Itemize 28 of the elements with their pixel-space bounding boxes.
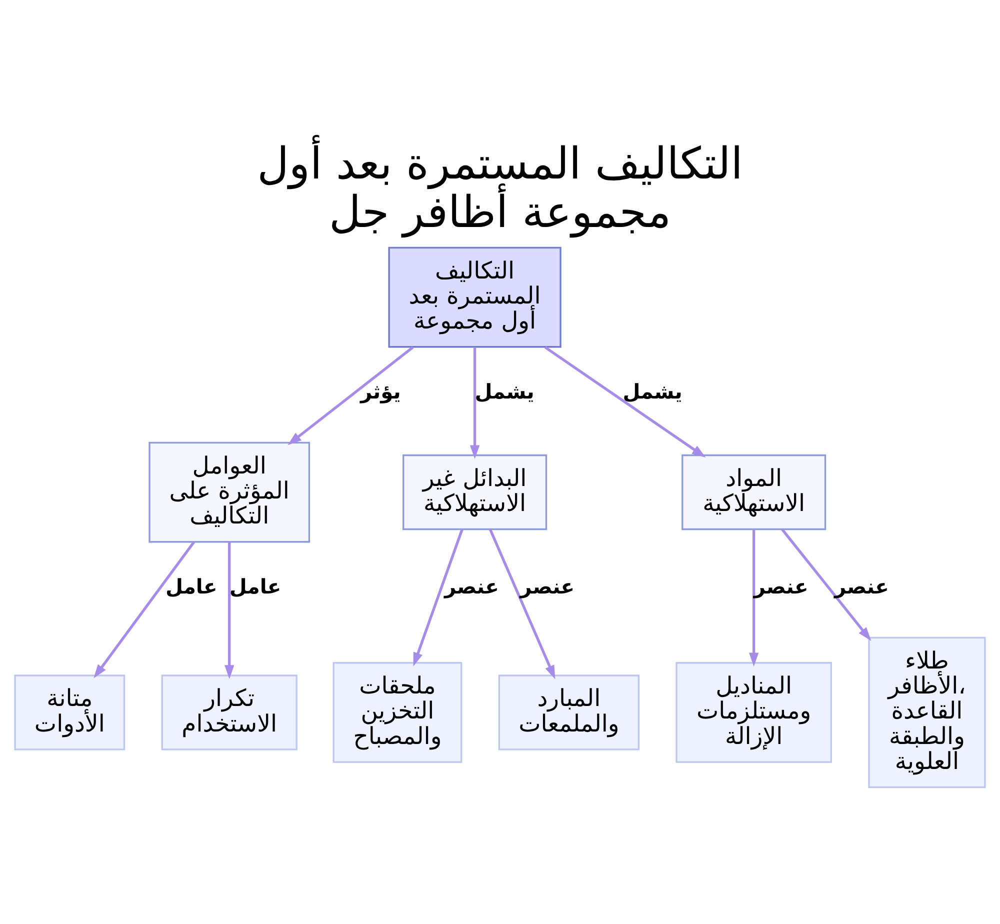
- edge-label: عنصر: [520, 574, 575, 598]
- edge-label: عامل: [165, 574, 218, 598]
- edge-label: يشمل: [622, 379, 682, 404]
- node-box: المناديل ومستلزمات الإزالة: [676, 662, 832, 763]
- arrow: [780, 528, 872, 641]
- node-box: التكاليف المستمرة بعد أول مجموعة: [388, 246, 562, 348]
- edge-label: عنصر: [834, 574, 889, 598]
- edge-label: عامل: [229, 574, 282, 598]
- arrow: [749, 529, 759, 667]
- node-box: المبارد والملمعات: [498, 674, 640, 750]
- edge-label: يؤثر: [360, 379, 401, 404]
- edge-label: يشمل: [474, 379, 534, 404]
- edge-label: عنصر: [754, 574, 808, 598]
- arrow: [413, 528, 464, 666]
- edge-label: عنصر: [444, 574, 499, 598]
- node-box: متانة الأدوات: [14, 674, 126, 750]
- arrow: [94, 541, 195, 678]
- node-box: ملحقات التخزين والمصباح: [332, 662, 462, 763]
- arrow: [488, 528, 556, 680]
- arrow: [224, 542, 234, 679]
- node-box: العوامل المؤثرة على التكاليف: [148, 442, 310, 543]
- node-box: طلاء الأظافر، القاعدة والطبقة العلوية: [868, 636, 986, 788]
- arrow: [470, 347, 480, 460]
- node-box: المواد الاستهلاكية: [682, 454, 826, 530]
- node-box: البدائل غير الاستهلاكية: [402, 454, 548, 530]
- arrow: [544, 346, 706, 458]
- node-box: تكرار الاستخدام: [161, 674, 298, 750]
- arrow: [288, 346, 414, 446]
